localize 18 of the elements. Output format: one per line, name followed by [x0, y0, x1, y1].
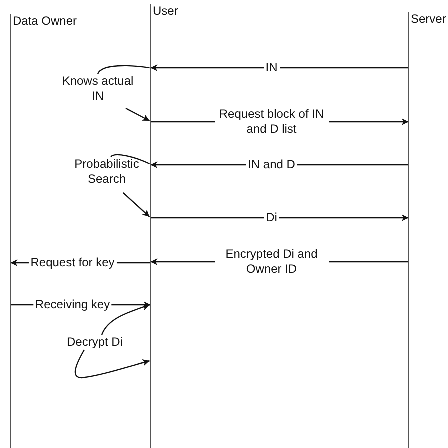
leader-line	[110, 154, 150, 165]
lifeline-label: User	[153, 4, 178, 18]
message-arrow	[150, 64, 409, 72]
leader-line	[74, 350, 150, 379]
lifeline	[150, 4, 178, 448]
lifeline	[408, 12, 446, 448]
leader-line	[98, 65, 150, 74]
annotation-text: Knows actual IN	[58, 74, 138, 104]
leader-line	[126, 108, 150, 122]
leader-line	[101, 304, 150, 336]
edge-label: Request for key	[28, 256, 117, 270]
leader-line	[123, 192, 150, 218]
edge-label: Receiving key	[33, 298, 112, 312]
annotation-text: Probabilistic Search	[66, 157, 148, 187]
lifeline-label: Data Owner	[13, 14, 78, 28]
lifeline-label: Server	[411, 12, 446, 26]
annotation-text: Decrypt Di	[60, 335, 130, 350]
message-arrow	[150, 214, 409, 222]
